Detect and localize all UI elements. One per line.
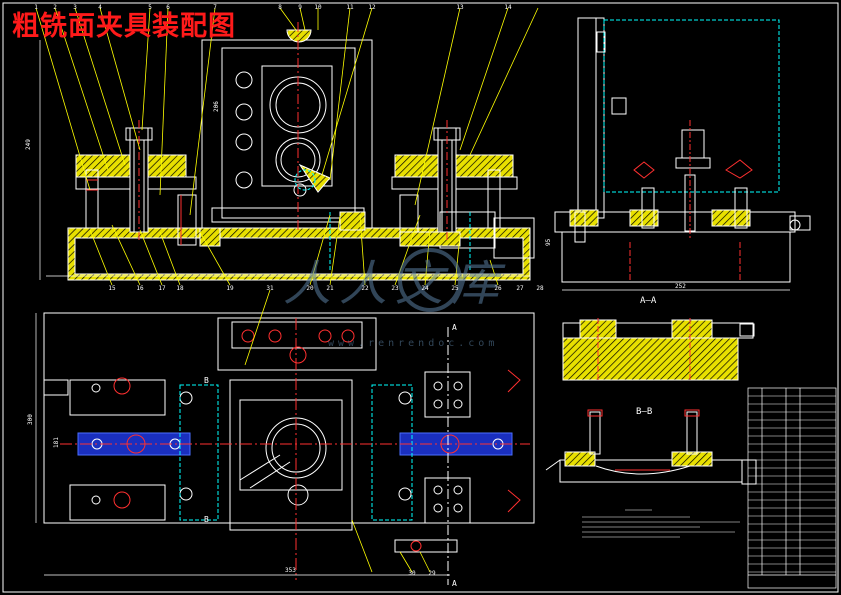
part-number-20: 20 — [306, 285, 314, 292]
dim-plan-height: 300 — [27, 414, 34, 425]
part-number-14: 14 — [504, 4, 512, 11]
part-number-13: 13 — [456, 4, 464, 11]
part-number-15: 15 — [108, 285, 116, 292]
section-mark-b-top: B — [204, 376, 209, 385]
part-number-10: 10 — [314, 4, 322, 11]
dim-height: 249 — [25, 139, 32, 150]
part-number-9: 9 — [298, 4, 302, 11]
part-number-23: 23 — [391, 285, 399, 292]
section-mark-b-bottom: B — [204, 515, 209, 524]
front-view — [67, 22, 535, 281]
dim-plan-width: 181 — [53, 437, 60, 448]
part-number-27: 27 — [516, 285, 524, 292]
left-jaw — [77, 432, 191, 456]
part-number-17: 17 — [158, 285, 166, 292]
part-number-3: 3 — [73, 4, 77, 11]
part-number-30: 30 — [408, 570, 416, 577]
support-column — [201, 39, 373, 229]
part-number-28: 28 — [536, 285, 544, 292]
part-number-31: 31 — [266, 285, 274, 292]
technical-notes — [582, 509, 740, 538]
dim-side-length: 252 — [675, 283, 686, 290]
watermark: 人人文库 www.renrendoc.com — [283, 248, 507, 349]
part-number-6: 6 — [166, 4, 170, 11]
part-number-2: 2 — [53, 4, 57, 11]
part-number-19: 19 — [226, 285, 234, 292]
part-number-22: 22 — [361, 285, 369, 292]
section-aa-label: A—A — [640, 296, 657, 306]
part-number-11: 11 — [346, 4, 354, 11]
section-mark-a-top: A — [452, 323, 457, 332]
watermark-text: 人人文库 — [283, 256, 507, 312]
part-number-16: 16 — [136, 285, 144, 292]
leader-lines — [35, 7, 539, 573]
part-number-8: 8 — [278, 4, 282, 11]
part-number-5: 5 — [148, 4, 152, 11]
part-number-12: 12 — [368, 4, 376, 11]
part-number-29: 29 — [428, 570, 436, 577]
part-number-1: 1 — [34, 4, 38, 11]
dim-small: 95 — [545, 238, 552, 246]
title-block — [747, 387, 837, 589]
section-bb-label: B—B — [636, 407, 652, 417]
part-number-25: 25 — [451, 285, 459, 292]
part-number-24: 24 — [421, 285, 429, 292]
dimension-lines — [35, 40, 790, 576]
part-number-4: 4 — [98, 4, 102, 11]
part-number-7: 7 — [213, 4, 217, 11]
watermark-url: www.renrendoc.com — [328, 338, 498, 349]
section-mark-a-bottom: A — [452, 579, 457, 588]
part-number-18: 18 — [176, 285, 184, 292]
plan-view — [43, 312, 535, 585]
side-view — [554, 17, 811, 283]
section-aa — [562, 318, 755, 381]
part-number-26: 26 — [494, 285, 502, 292]
dim-overall-length: 353 — [285, 567, 296, 574]
section-bb — [545, 409, 757, 485]
dim-height2: 206 — [213, 101, 220, 112]
part-number-21: 21 — [326, 285, 334, 292]
drawing-title: 粗铣面夹具装配图 — [12, 11, 236, 42]
